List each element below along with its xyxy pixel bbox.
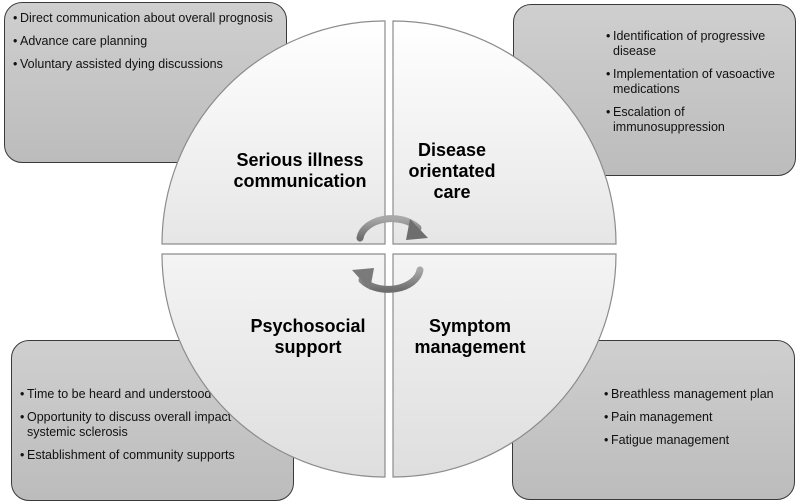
bullet-item: Advance care planning [13, 34, 276, 49]
bottom-left-bullet-list: Time to be heard and understood Opportun… [20, 387, 283, 463]
bullet-item: Fatigue management [604, 433, 784, 448]
bullet-item: Establishment of community supports [20, 448, 283, 463]
quadrant-label-symptom: Symptom management [414, 316, 526, 357]
bullet-item: Escalation of immunosuppression [606, 105, 785, 135]
bullet-item: Breathless management plan [604, 387, 784, 402]
quadrant-serious-illness [161, 20, 386, 245]
bullet-item: Implementation of vasoactive medications [606, 67, 785, 97]
circular-arrows-icon [352, 215, 428, 293]
quadrant-label-disease-orientated: Disease orientated care [408, 140, 496, 202]
quadrant-psychosocial [161, 253, 386, 478]
bullet-item: Opportunity to discuss overall impact of… [20, 410, 283, 440]
bottom-right-bullet-list: Breathless management plan Pain manageme… [604, 387, 784, 448]
top-right-bullet-list: Identification of progressive disease Im… [606, 29, 785, 135]
quadrant-label-serious-illness: Serious illness communication [233, 150, 367, 191]
bullet-item: Time to be heard and understood [20, 387, 283, 402]
top-left-bullet-list: Direct communication about overall progn… [13, 11, 276, 72]
bullet-item: Direct communication about overall progn… [13, 11, 276, 26]
quadrant-symptom [392, 253, 617, 478]
quadrant-label-psychosocial: Psychosocial support [250, 316, 366, 357]
bullet-item: Voluntary assisted dying discussions [13, 57, 276, 72]
quadrant-disease-orientated [392, 20, 617, 245]
bullet-item: Pain management [604, 410, 784, 425]
bullet-item: Identification of progressive disease [606, 29, 785, 59]
